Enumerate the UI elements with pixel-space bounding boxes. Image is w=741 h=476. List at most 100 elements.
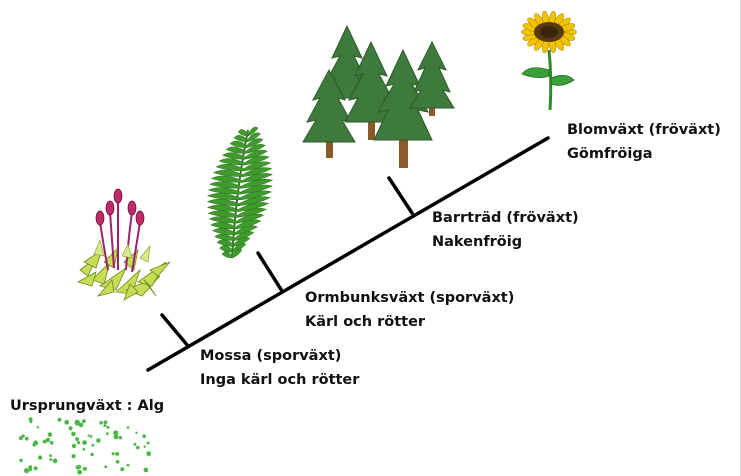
algae-dot [28,465,33,470]
fern-leaflet [215,164,244,172]
fern-leaflet [219,245,234,253]
algae-dot [104,465,108,469]
fern-leaflet [234,225,258,236]
algae-dot [49,454,52,457]
fern-leaflet [206,204,239,212]
fern-leaflet [245,144,266,154]
algae-dot [126,463,130,467]
fern-leaflet [242,167,273,177]
fern-leaflet [243,161,272,172]
main-timeline [146,136,550,372]
fern-leaflet [212,169,243,177]
fern-leaflet [214,233,235,241]
label-flower: Blomväxt (fröväxt) Gömfröiga [567,118,721,166]
fern-leaflet [236,213,265,224]
fern-leaflet [225,146,246,154]
fern-leaflet [235,219,262,230]
algae-dot [18,436,23,441]
fern-leaflet [231,248,243,259]
algae-dot [78,422,84,428]
algae-dot [81,419,86,424]
algae-dot [33,466,38,471]
algae-dot [113,430,119,436]
algae-dot [45,437,51,443]
algae-dot [120,467,125,472]
algae-dot [115,459,120,464]
fern-leaflet [237,202,270,212]
label-fern: Ormbunksväxt (sporväxt) Kärl och rötter [305,286,514,334]
algae-dot [106,425,110,429]
fern-leaflet [209,181,242,189]
algae-dot [74,419,80,425]
label-moss: Mossa (sporväxt) Inga kärl och rötter [200,344,359,392]
label-algae: Ursprungväxt : Alg [10,394,164,418]
fern-leaflet [237,207,268,218]
algae-dot [142,434,146,439]
algae-dot [71,454,76,459]
fern-leaflet [246,132,261,143]
algae-dot [49,440,54,445]
algae-dot [126,426,130,429]
label-fern-subtitle: Kärl och rötter [305,314,426,330]
algae-dot [115,451,120,456]
algae-dot [82,440,87,445]
fern-leaflet [207,210,238,218]
fern-leaflet [240,184,274,195]
fern-leaflet [234,231,255,241]
algae-dot [136,445,140,450]
algae-dot [37,455,43,460]
algae-dot [135,431,138,434]
label-algae-title: Ursprungväxt : Alg [10,398,165,414]
algae-dot [103,420,108,425]
algae-dot [82,466,87,471]
algae-dot [77,441,81,445]
fern-leaflet [244,149,268,160]
algae-dot [143,445,146,448]
algae-dot [90,452,94,457]
fern-leaflet [210,175,243,183]
algae-dot [111,452,115,456]
fern-leaflet [216,239,234,247]
fern-leaflet [222,152,246,160]
label-conifer: Barrträd (fröväxt) Nakenfröig [432,206,579,254]
label-moss-title: Mossa (sporväxt) [200,348,342,364]
algae-icon [18,417,152,475]
algae-dot [71,431,76,437]
algae-dot [68,426,73,431]
fern-icon [206,126,274,259]
algae-dot [42,439,47,444]
fern-leaflet [229,140,247,148]
fern-leaflet [221,251,233,259]
label-flower-subtitle: Gömfröiga [567,146,653,162]
fern-leaflet [207,187,241,195]
algae-dot [99,421,103,425]
algae-dot [29,420,33,424]
evolution-tree [146,136,550,372]
algae-dot [118,436,123,440]
algae-dot [103,424,107,428]
algae-dot [32,443,36,447]
algae-dot [28,468,32,472]
fern-leaflet [212,227,236,236]
conifer-trees-icon [302,24,455,168]
fern-leaflet [239,190,273,201]
algae-dot [23,468,30,474]
fern-leaflet [233,135,248,143]
algae-dot [143,467,149,473]
label-moss-subtitle: Inga kärl och rötter [200,372,360,388]
algae-dot [47,432,53,437]
label-conifer-title: Barrträd (fröväxt) [432,210,579,226]
fern-leaflet [237,129,249,137]
algae-dot [87,434,90,437]
branch-moss [160,313,190,348]
algae-dot [57,417,62,422]
algae-dot [75,465,80,470]
algae-dot [89,435,93,438]
algae-dot [52,458,58,464]
algae-dot [19,458,23,463]
algae-dot [91,443,95,447]
algae-dot [77,469,82,475]
fern-leaflet [218,158,245,166]
